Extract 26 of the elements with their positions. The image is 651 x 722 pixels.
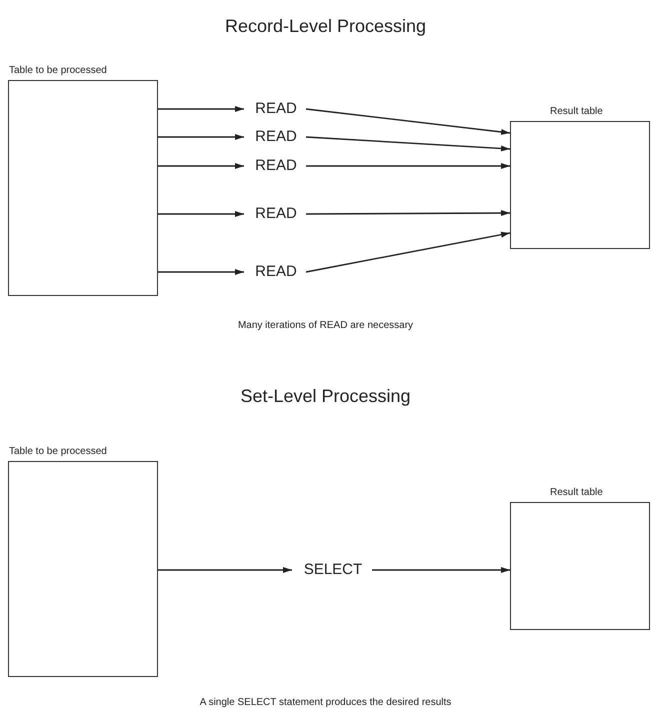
table-heading: Result table	[550, 487, 603, 498]
table-heading: Table to be processed	[9, 65, 107, 76]
arrow	[158, 269, 244, 275]
arrow	[372, 567, 510, 573]
arrow	[158, 134, 244, 140]
arrow	[158, 211, 244, 217]
section-title: Set-Level Processing	[239, 386, 412, 407]
caption: Many iterations of READ are necessary	[236, 320, 414, 331]
arrow	[306, 232, 510, 273]
arrow	[158, 163, 244, 169]
arrow	[306, 163, 510, 169]
operation-label: READ	[248, 263, 304, 281]
table-heading: Result table	[550, 106, 603, 117]
arrow	[158, 106, 244, 112]
table-heading: Table to be processed	[9, 446, 107, 457]
operation-label: READ	[248, 100, 304, 118]
arrow	[306, 210, 510, 216]
operation-label: READ	[248, 157, 304, 175]
operation-label: READ	[248, 205, 304, 223]
arrow	[158, 567, 292, 573]
operation-label: READ	[248, 128, 304, 146]
operation-label: SELECT	[296, 561, 370, 579]
section-title: Record-Level Processing	[224, 16, 428, 37]
caption: A single SELECT statement produces the desired results	[198, 697, 452, 708]
arrow	[306, 108, 510, 135]
arrow	[306, 136, 510, 152]
